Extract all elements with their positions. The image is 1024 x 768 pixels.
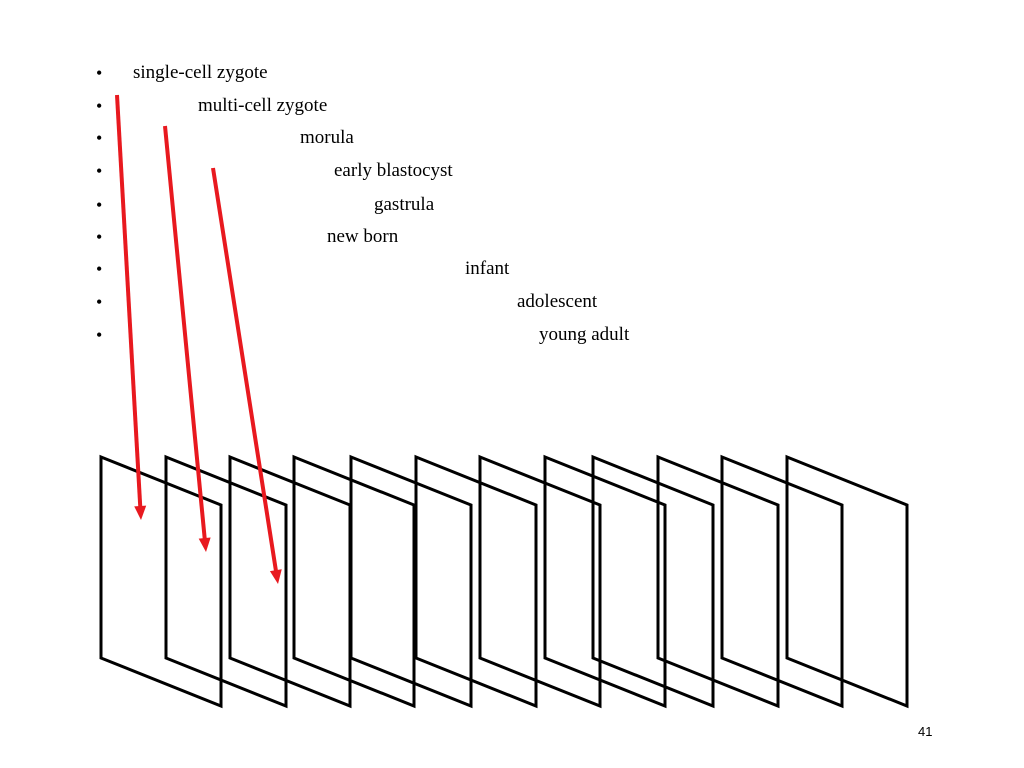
stage-frame [414,454,538,709]
arrow-multi-cell-zygote-head [198,537,211,552]
stage-frame [228,454,352,709]
arrow-single-cell-zygote-head [134,505,147,520]
bullet-marker: • [96,128,103,148]
stage-frame [591,454,715,709]
stage-frame [164,454,288,709]
arrow-single-cell-zygote [115,94,143,511]
stage-frame [99,454,223,709]
bullet-marker: • [96,195,103,215]
stage-frame [478,454,602,709]
list-item: • morula [0,127,1024,157]
arrow-multi-cell-zygote [163,125,208,543]
stage-label-infant: infant [465,258,510,279]
stage-frame [656,454,780,709]
stage-label-morula: morula [300,127,354,148]
stage-label-gastrula: gastrula [374,194,435,215]
bullet-marker: • [96,96,103,116]
frame-stack [99,454,909,709]
list-item: • gastrula [0,194,1024,224]
arrow-morula-head [269,569,282,584]
stage-frame [543,454,667,709]
list-item: • adolescent [0,291,1024,321]
list-item: • single-cell zygote [0,62,1024,92]
bullet-marker: • [96,325,103,345]
page-number: 41 [918,724,933,739]
arrow-group [115,94,282,584]
bullet-marker: • [96,161,103,181]
bullet-marker: • [96,63,103,83]
list-item: • infant [0,258,1024,288]
bullet-marker: • [96,292,103,312]
stage-frame [349,454,473,709]
stage-frame [720,454,844,709]
stage-label-new-born: new born [327,226,399,247]
list-item: • young adult [0,324,1024,354]
stage-label-single-cell-zygote: single-cell zygote [133,62,268,83]
stage-frame [292,454,416,709]
stage-frame [785,454,909,709]
stage-list: • single-cell zygote • multi-cell zygote… [0,0,1024,360]
stage-label-early-blastocyst: early blastocyst [334,160,453,181]
bullet-marker: • [96,227,103,247]
stage-label-multi-cell-zygote: multi-cell zygote [198,95,328,116]
bullet-marker: • [96,259,103,279]
stage-label-adolescent: adolescent [517,291,598,312]
list-item: • early blastocyst [0,160,1024,190]
stage-label-young-adult: young adult [539,324,630,345]
list-item: • new born [0,226,1024,256]
arrow-morula [211,167,279,575]
list-item: • multi-cell zygote [0,95,1024,125]
